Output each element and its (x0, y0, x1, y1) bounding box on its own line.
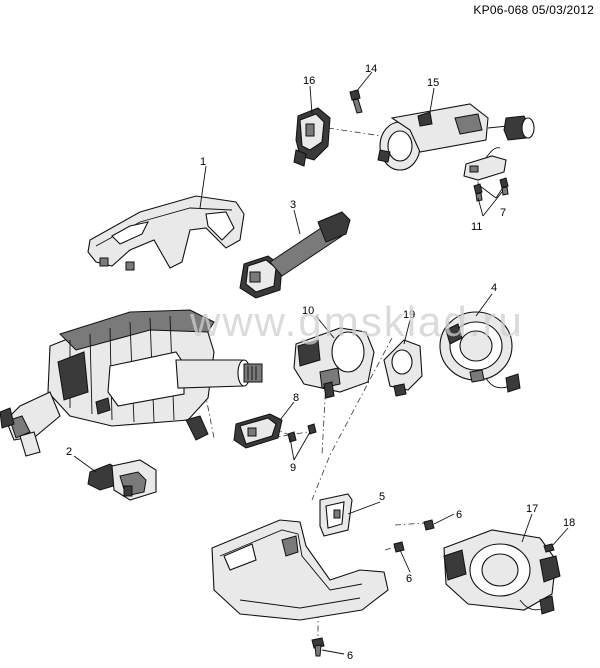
callout-2: 2 (66, 446, 72, 458)
callout-16: 16 (303, 75, 315, 87)
part-15-ignition-lock-housing (377, 103, 535, 171)
callout-6-lower: 6 (347, 650, 353, 662)
callout-10: 10 (302, 305, 314, 317)
part-7-bracket (463, 147, 507, 181)
callout-17: 17 (526, 503, 538, 515)
part-16-ignition-switch (293, 107, 331, 167)
part-3-multifunction-switch (239, 211, 351, 299)
part-17-clock-spring-assembly (443, 529, 561, 615)
part-14-screw (349, 89, 363, 114)
callout-19: 19 (403, 309, 415, 321)
part-4-clock-spring (439, 311, 521, 393)
callout-11: 11 (471, 221, 482, 233)
callout-9: 9 (290, 462, 296, 474)
part-11-screws (473, 177, 509, 202)
part-1-upper-trim-cover (87, 195, 245, 271)
steering-column-assembly (0, 309, 263, 457)
callout-6-middle: 6 (406, 573, 412, 585)
callout-1: 1 (200, 156, 206, 168)
callout-labels: 1 2 3 4 5 6 6 6 7 8 9 10 11 14 15 16 17 … (66, 63, 575, 662)
callout-3: 3 (290, 199, 296, 211)
part-18-screw (543, 543, 555, 553)
callout-7: 7 (500, 207, 506, 219)
callout-6-upper: 6 (456, 509, 462, 521)
callout-5: 5 (379, 491, 385, 503)
callout-8: 8 (293, 392, 299, 404)
part-6-screws (311, 519, 435, 657)
callout-14: 14 (365, 63, 377, 75)
drawing-code: KP06-068 05/03/2012 (473, 3, 594, 17)
part-8-switch-module (233, 413, 283, 449)
leader-lines (73, 71, 569, 655)
part-2-switch (87, 459, 157, 501)
callout-15: 15 (427, 77, 439, 89)
callout-18: 18 (563, 517, 575, 529)
lower-trim-cover (211, 519, 389, 621)
part-5-bracket (319, 493, 353, 537)
callout-4: 4 (491, 282, 497, 294)
part-19-sensor (383, 339, 423, 397)
part-10-switch-housing (293, 327, 375, 399)
